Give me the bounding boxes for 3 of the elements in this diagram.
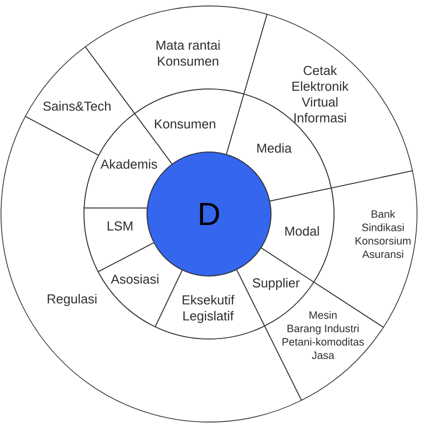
outer-segment: Sains&Tech <box>24 46 136 156</box>
ring-segment: Asosiasi <box>98 242 183 328</box>
ring-segment: LSM <box>84 208 154 272</box>
